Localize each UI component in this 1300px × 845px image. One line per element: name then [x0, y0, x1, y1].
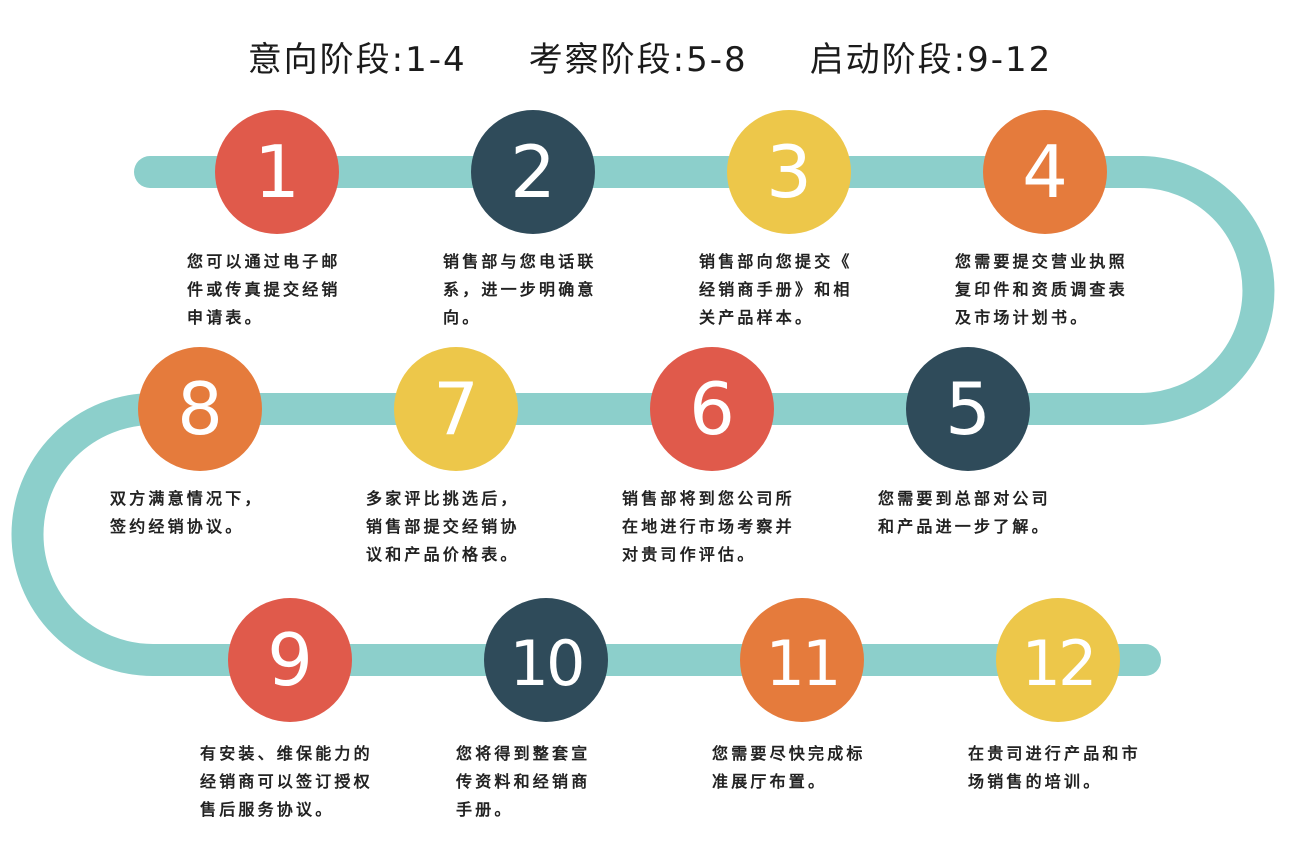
step-description: 您需要到总部对公司 和产品进一步了解。: [878, 489, 1051, 536]
step-7: 7: [394, 347, 518, 471]
step-circle: [471, 110, 595, 234]
step-6: 6: [650, 347, 774, 471]
step-circle: [228, 598, 352, 722]
step-description: 您需要尽快完成标 准展厅布置。: [712, 744, 866, 791]
step-10: 10: [484, 598, 608, 722]
step-description: 在贵司进行产品和市 场销售的培训。: [968, 744, 1141, 791]
step-circle: [740, 598, 864, 722]
step-circle: [394, 347, 518, 471]
step-description: 您需要提交营业执照 复印件和资质调查表 及市场计划书。: [955, 252, 1128, 327]
step-number: 4: [1022, 130, 1068, 214]
step-description: 销售部向您提交《 经销商手册》和相 关产品样本。: [699, 252, 853, 327]
step-number: 8: [177, 367, 223, 451]
step-11: 11: [740, 598, 864, 722]
step-9: 9: [228, 598, 352, 722]
step-3: 3: [727, 110, 851, 234]
step-description: 有安装、维保能力的 经销商可以签订授权 售后服务协议。: [200, 744, 373, 819]
step-1: 1: [215, 110, 339, 234]
step-number: 3: [766, 130, 812, 214]
step-circle: [727, 110, 851, 234]
phase-intent-label: 意向阶段:1-4: [247, 40, 467, 80]
phase-launch-label: 启动阶段:9-12: [809, 40, 1053, 80]
step-12: 12: [996, 598, 1120, 722]
step-circle: [906, 347, 1030, 471]
step-number: 1: [254, 130, 300, 214]
phase-inspection-label: 考察阶段:5-8: [528, 40, 748, 80]
step-description: 销售部与您电话联 系，进一步明确意 向。: [443, 252, 597, 327]
step-5: 5: [906, 347, 1030, 471]
step-circle: [983, 110, 1107, 234]
step-description: 多家评比挑选后， 销售部提交经销协 议和产品价格表。: [366, 489, 520, 564]
step-8: 8: [138, 347, 262, 471]
step-number: 11: [766, 627, 839, 700]
step-circle: [215, 110, 339, 234]
step-circle: [138, 347, 262, 471]
step-2: 2: [471, 110, 595, 234]
step-description: 双方满意情况下， 签约经销协议。: [110, 489, 264, 536]
step-4: 4: [983, 110, 1107, 234]
step-number: 10: [510, 627, 583, 700]
step-number: 2: [510, 130, 556, 214]
step-circle: [996, 598, 1120, 722]
step-description: 您将得到整套宣 传资料和经销商 手册。: [456, 744, 591, 819]
step-number: 9: [267, 618, 313, 702]
step-number: 5: [945, 367, 991, 451]
step-number: 12: [1022, 627, 1095, 700]
step-number: 7: [433, 367, 479, 451]
phase-header: 意向阶段:1-4 考察阶段:5-8 启动阶段:9-12: [0, 32, 1300, 82]
step-circle: [484, 598, 608, 722]
step-number: 6: [689, 367, 735, 451]
step-description: 您可以通过电子邮 件或传真提交经销 申请表。: [187, 252, 341, 327]
step-description: 销售部将到您公司所 在地进行市场考察并 对贵司作评估。: [622, 489, 795, 564]
step-circle: [650, 347, 774, 471]
